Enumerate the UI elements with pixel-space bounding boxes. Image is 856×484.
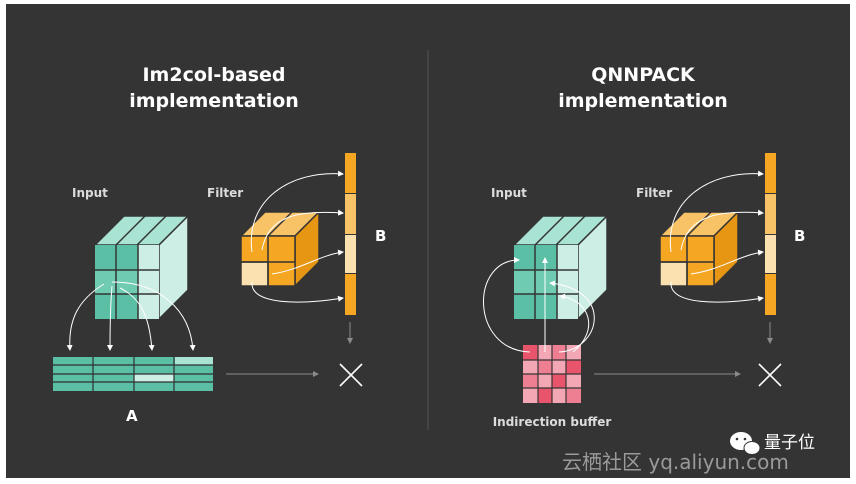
left-matrix-a: [53, 357, 213, 391]
left-matrix-a-label: A: [126, 407, 138, 425]
indirection-arrows: [483, 257, 595, 353]
left-title-line2: implementation: [129, 90, 299, 112]
right-filter-label: Filter: [636, 186, 672, 200]
watermark-brand: 量子位: [764, 433, 815, 453]
right-input-cube: [512, 214, 609, 321]
left-input-arrows: [66, 281, 196, 351]
left-filter-arrows: [250, 170, 344, 303]
indirection-buffer: [523, 345, 581, 403]
left-input-cube: [93, 214, 190, 321]
wechat-icon: [730, 432, 761, 455]
left-filter-label: Filter: [207, 186, 243, 200]
indirection-buffer-label: Indirection buffer: [493, 415, 612, 429]
right-filter-cube: [658, 210, 740, 288]
watermark-site: 云栖社区 yq.aliyun.com: [562, 450, 789, 474]
right-matrix-b: [765, 153, 776, 315]
left-multiply-icon: [339, 363, 363, 387]
right-matrix-b-label: B: [794, 227, 805, 245]
right-filter-arrows: [669, 170, 764, 303]
left-filter-cube: [239, 210, 321, 288]
right-multiply-icon: [758, 363, 782, 387]
left-matrix-b-label: B: [375, 227, 386, 245]
left-title-line1: Im2col-based: [142, 64, 285, 86]
right-title-line2: implementation: [558, 90, 728, 112]
right-input-label: Input: [491, 186, 527, 200]
left-matrix-b: [345, 153, 356, 315]
right-title-line1: QNNPACK: [591, 64, 696, 86]
left-input-label: Input: [72, 186, 108, 200]
